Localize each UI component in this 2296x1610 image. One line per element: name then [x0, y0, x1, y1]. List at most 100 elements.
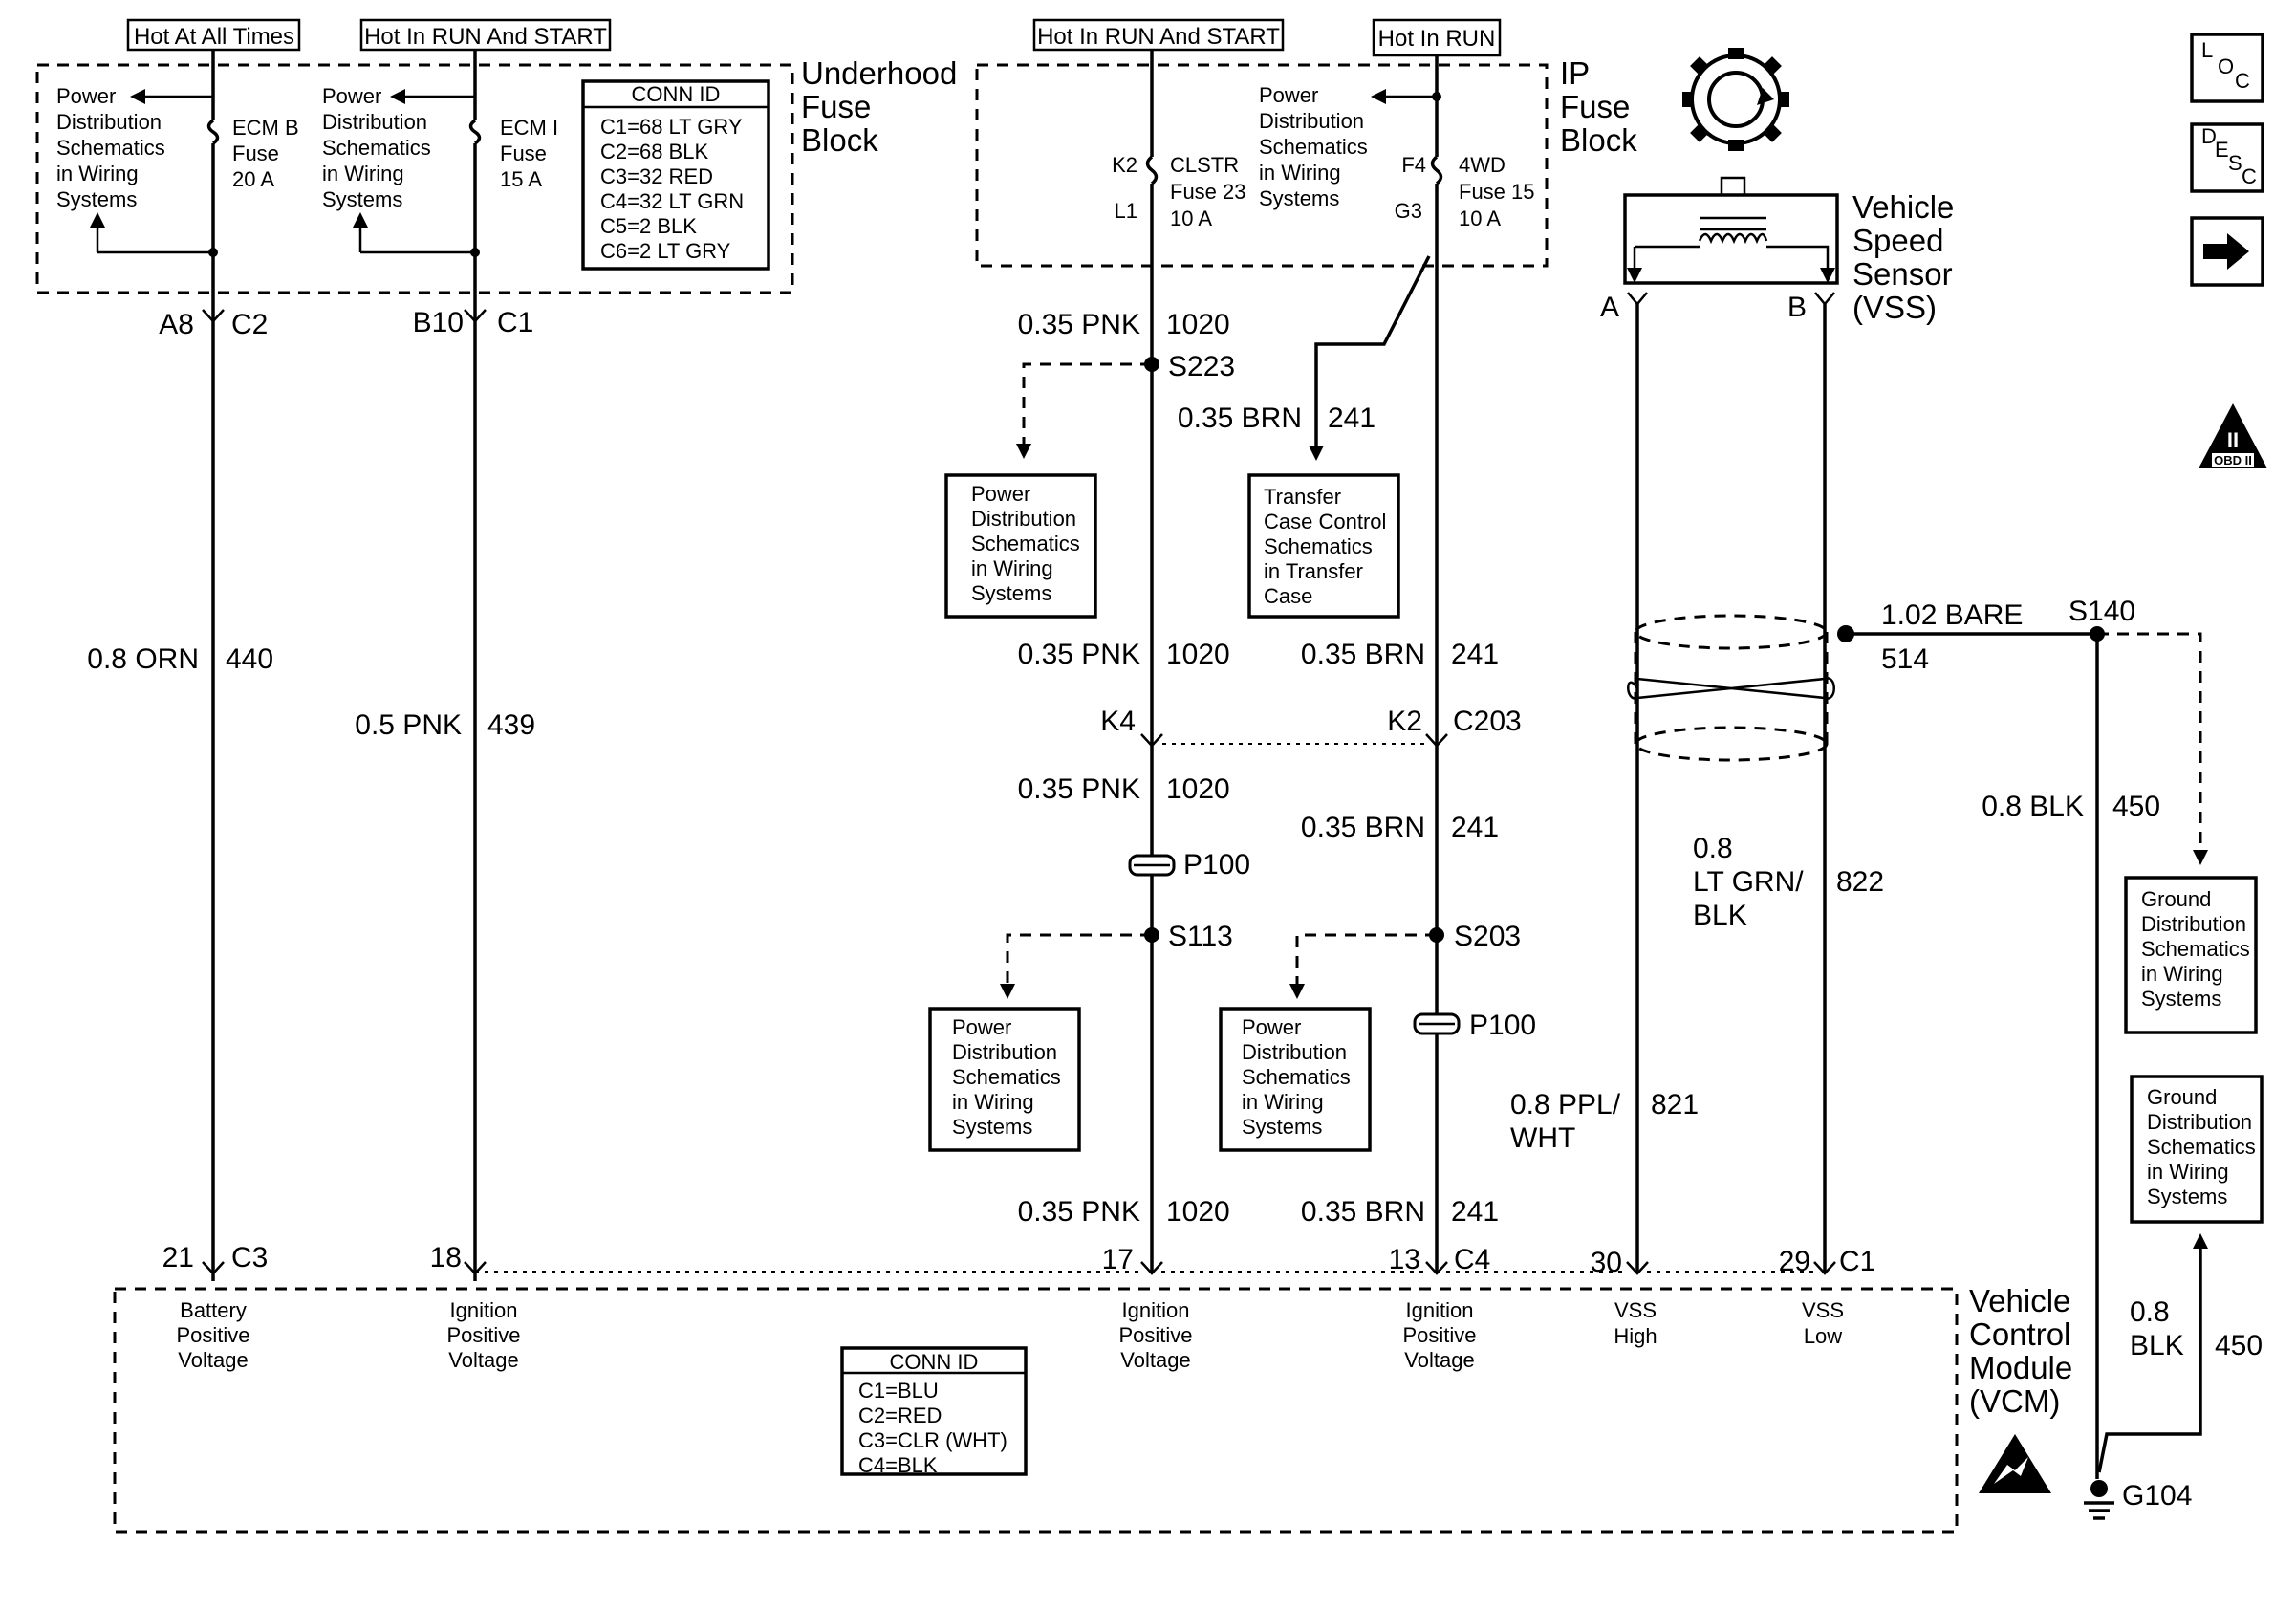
svg-text:LT GRN/: LT GRN/ [1693, 866, 1804, 898]
wire-241-transfer [1314, 255, 1431, 449]
ecm-b-fuse-icon [206, 119, 220, 145]
arrow-right-icon[interactable] [2190, 216, 2264, 287]
svg-text:in Wiring: in Wiring [952, 1090, 1034, 1114]
wire-1020-gauge-2: 0.35 PNK [1018, 639, 1140, 670]
svg-text:C3=CLR (WHT): C3=CLR (WHT) [858, 1428, 1007, 1452]
svg-text:C2=68 BLK: C2=68 BLK [600, 140, 708, 163]
svg-text:Distribution: Distribution [952, 1040, 1057, 1064]
svg-text:ECM B: ECM B [232, 116, 299, 140]
vcm-pin-21: 21 [162, 1242, 194, 1273]
wire-514-gauge: 1.02 BARE [1881, 599, 2023, 631]
ip-pd-text: Power Distribution Schematics in Wiring … [1259, 83, 1368, 210]
wire-450-ground [2097, 1247, 2202, 1473]
underhood-title-2: Fuse [801, 89, 871, 124]
ip-title-3: Block [1560, 122, 1637, 158]
vcm-conn-id-rows: C1=BLU C2=RED C3=CLR (WHT) C4=BLK [858, 1379, 1007, 1477]
wire-241-transfer-gauge: 0.35 BRN [1178, 402, 1302, 434]
svg-text:Systems: Systems [952, 1115, 1032, 1139]
transfer-case-box [1247, 473, 1400, 619]
svg-text:S: S [2228, 151, 2242, 175]
svg-text:VSS: VSS [1802, 1298, 1844, 1322]
vcm-title-4: (VCM) [1969, 1383, 2060, 1419]
arrow-down-icon [1016, 444, 1031, 459]
ground-box-2 [2130, 1075, 2264, 1224]
svg-text:C6=2 LT GRY: C6=2 LT GRY [600, 239, 731, 263]
hot-run-start-box-right [1032, 18, 1285, 52]
splice-s223-label: S223 [1168, 351, 1235, 382]
svg-text:Schematics: Schematics [2141, 937, 2250, 961]
pass-through-p100-icon [1413, 1012, 1461, 1035]
arrow-left-icon [390, 89, 405, 104]
svg-text:Distribution: Distribution [2147, 1110, 2252, 1134]
vcm-pin-13: 13 [1389, 1244, 1420, 1275]
svg-text:in Wiring: in Wiring [56, 162, 139, 185]
pd-box-s203-text: Power Distribution Schematics in Wiring … [1242, 1015, 1351, 1139]
loc-icon[interactable]: L O C [2190, 33, 2264, 103]
wire-1020-number-4: 1020 [1166, 1196, 1230, 1228]
vcm-pin-17: 17 [1102, 1244, 1134, 1275]
svg-text:Power: Power [1259, 83, 1318, 107]
arrow-left-icon [1371, 89, 1386, 104]
svg-text:BLK: BLK [1693, 900, 1747, 931]
svg-text:Positive: Positive [1118, 1323, 1192, 1347]
pd-box-s113 [928, 1007, 1081, 1152]
wire-450-gauge: 0.8 BLK [1982, 791, 2084, 822]
wire-514-number: 514 [1881, 643, 1929, 675]
esd-warning-icon [1979, 1434, 2051, 1493]
4wd-fuse-icon [1430, 155, 1443, 185]
arrow-down-icon [1000, 984, 1015, 999]
vcm-pin-connectors [202, 1261, 1836, 1275]
vcm-battery-label: Battery Positive Voltage [176, 1298, 249, 1372]
svg-text:Case Control: Case Control [1264, 510, 1386, 533]
hot-run-start-box-left [359, 18, 612, 52]
pin-b10: B10 [413, 307, 464, 338]
ip-pin-g3: G3 [1395, 199, 1422, 223]
svg-text:OBD II: OBD II [2214, 453, 2252, 468]
p100-label-2: P100 [1469, 1010, 1536, 1041]
ecm-i-fuse-icon [468, 119, 482, 145]
svg-text:Case: Case [1264, 584, 1312, 608]
svg-text:WHT: WHT [1510, 1122, 1575, 1154]
underhood-pd-text-ecm-b: Power Distribution Schematics in Wiring … [56, 84, 165, 211]
lt-grn-label: 0.8 LT GRN/ BLK [1693, 833, 1804, 931]
desc-icon[interactable]: D E S C [2190, 122, 2264, 193]
svg-text:Fuse 15: Fuse 15 [1459, 180, 1535, 204]
svg-text:Schematics: Schematics [56, 136, 165, 160]
vss-coil-icon [1633, 216, 1830, 273]
svg-text:Power: Power [56, 84, 116, 108]
svg-text:Schematics: Schematics [971, 532, 1080, 555]
svg-text:ECM I: ECM I [500, 116, 558, 140]
vcm-conn-id-table [840, 1346, 1028, 1476]
vss-pin-b: B [1787, 292, 1807, 323]
blk2-label: 0.8 BLK [2130, 1296, 2184, 1361]
ip-title-1: IP [1560, 55, 1590, 91]
4wd-fuse-label: 4WD Fuse 15 10 A [1459, 153, 1535, 230]
svg-text:D: D [2201, 124, 2217, 148]
svg-text:L: L [2201, 38, 2213, 62]
underhood-title-3: Block [801, 122, 878, 158]
svg-text:0.8: 0.8 [2130, 1296, 2170, 1328]
vss-title-2: Speed [1852, 223, 1943, 258]
wire-450-ground-number: 450 [2215, 1330, 2263, 1361]
vcm-title-1: Vehicle [1969, 1283, 2070, 1318]
underhood-conn-id-rows: C1=68 LT GRY C2=68 BLK C3=32 RED C4=32 L… [600, 115, 744, 263]
svg-text:C4=BLK: C4=BLK [858, 1453, 938, 1477]
svg-text:Distribution: Distribution [971, 507, 1076, 531]
svg-text:BLK: BLK [2130, 1330, 2184, 1361]
pd-box-s223 [944, 473, 1097, 619]
wire-439-number: 439 [487, 709, 535, 741]
connector-k4 [1140, 733, 1163, 748]
svg-text:Distribution: Distribution [322, 110, 427, 134]
vss-sensor-gear-icon [1682, 48, 1789, 151]
wire-1020-gauge-3: 0.35 PNK [1018, 773, 1140, 805]
transfer-case-text: Transfer Case Control Schematics in Tran… [1264, 485, 1386, 608]
arrow-up-icon [353, 212, 368, 228]
svg-text:0.8 PPL/: 0.8 PPL/ [1510, 1089, 1621, 1120]
svg-text:Battery: Battery [180, 1298, 247, 1322]
arrow-down-icon [1289, 984, 1305, 999]
wire-1020-gauge-4: 0.35 PNK [1018, 1196, 1140, 1228]
svg-text:15 A: 15 A [500, 167, 542, 191]
wire-241-gauge-2: 0.35 BRN [1301, 812, 1425, 843]
arrow-left-icon [130, 89, 145, 104]
svg-text:C: C [2242, 164, 2257, 188]
